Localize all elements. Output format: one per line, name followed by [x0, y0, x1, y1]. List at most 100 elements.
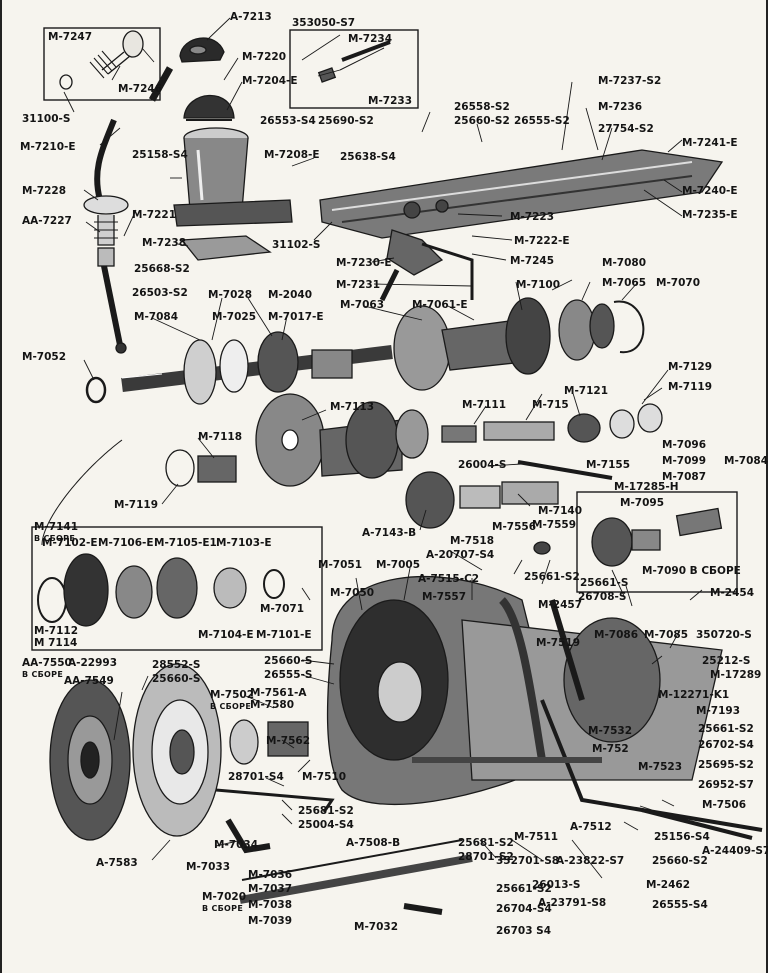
label-a24409: A-24409-S7 — [702, 845, 768, 857]
label-26555b: 26555-S — [264, 669, 313, 681]
label-m7119b: M-7119 — [114, 499, 159, 511]
label-m7245: M-7245 — [510, 255, 555, 267]
label-25660a: 25660-S2 — [454, 115, 510, 127]
label-m7032: M-7032 — [354, 921, 399, 933]
label-m7241e: M-7241-E — [682, 137, 738, 149]
label-25156: 25156-S4 — [654, 831, 710, 843]
label-m17285h: M-17285-H — [614, 481, 679, 493]
label-m7119a: M-7119 — [668, 381, 713, 393]
label-m7095: M-7095 — [620, 497, 665, 509]
label-m7220: M-7220 — [242, 51, 287, 63]
label-26553: 26553-S4 — [260, 115, 316, 127]
cluster-gears — [165, 393, 663, 487]
label-m7228: M-7228 — [22, 185, 67, 197]
reverse-idler — [41, 439, 559, 546]
label-m7028: M-7028 — [208, 289, 253, 301]
tower-gasket — [180, 235, 272, 261]
label-m7099: M-7099 — [662, 455, 707, 467]
label-m7090: M-7090 В СБОРЕ — [642, 565, 741, 577]
detail-box-synchronizer — [31, 526, 323, 651]
label-m7556: M-7556 — [492, 521, 537, 533]
label-28701b: 28701-S2 — [458, 851, 514, 863]
label-m7100: M-7100 — [516, 279, 561, 291]
label-m7118: M-7118 — [198, 431, 243, 443]
shift-forks — [379, 229, 474, 302]
label-m7561a: M-7561-A — [250, 687, 307, 699]
label-25661d: 25661-S2 — [496, 883, 552, 895]
lever-spring-part — [59, 30, 144, 90]
label-m7113: M-7113 — [330, 401, 375, 413]
label-m7051: M-7051 — [318, 559, 363, 571]
label-28701a: 28701-S4 — [228, 771, 284, 783]
shift-rail-cover — [319, 149, 724, 239]
label-m7246: M-7246 — [118, 83, 163, 95]
label-m7155: M-7155 — [586, 459, 631, 471]
label-25660b: 25660-S — [152, 673, 201, 685]
label-m7087: M-7087 — [662, 471, 707, 483]
label-m7036: M-7036 — [248, 869, 293, 881]
label-26013: 26013-S — [532, 879, 581, 891]
label-m7039: M-7039 — [248, 915, 293, 927]
label-m7033: M-7033 — [186, 861, 231, 873]
pressure-plate — [132, 663, 222, 837]
label-m7523: M-7523 — [638, 761, 683, 773]
label-m7230e: M-7230-E — [336, 257, 392, 269]
label-m7140: M-7140 — [538, 505, 583, 517]
label-m7559: M-7559 — [532, 519, 577, 531]
label-m7106e: M-7106-E — [98, 537, 154, 549]
label-m7005: M-7005 — [376, 559, 421, 571]
shift-lever — [83, 66, 174, 354]
label-m7532: M-7532 — [588, 725, 633, 737]
label-m12271: M-12271-K1 — [658, 689, 730, 701]
label-26558: 26558-S2 — [454, 101, 510, 113]
label-31102: 31102-S — [272, 239, 321, 251]
detail-box-plunger — [289, 29, 419, 109]
label-26555a: 26555-S2 — [514, 115, 570, 127]
label-m7518: M-7518 — [450, 535, 495, 547]
label-m752: M-752 — [592, 743, 629, 755]
label-353050: 353050-S7 — [292, 17, 356, 29]
label-350720: 350720-S — [696, 629, 752, 641]
label-m7101e: M-7101-E — [256, 629, 312, 641]
label-m7052: M-7052 — [22, 351, 67, 363]
label-m17289: M-17289 — [710, 669, 762, 681]
label-m7210e: M-7210-E — [20, 141, 76, 153]
label-m7104e: M-7104-E — [198, 629, 254, 641]
label-26703: 26703 S4 — [496, 925, 552, 937]
label-m7231: M-7231 — [336, 279, 381, 291]
label-m7111: M-7111 — [462, 399, 507, 411]
label-26704: 26704-S4 — [496, 903, 552, 915]
label-m7063: M-7063 — [340, 299, 385, 311]
label-25158: 25158-S4 — [132, 149, 188, 161]
label-25661b: 25661-S — [580, 577, 629, 589]
label-m7080: M-7080 — [602, 257, 647, 269]
cross-shaft — [239, 808, 753, 915]
label-25681b: 25681-S2 — [458, 837, 514, 849]
label-m7562: M-7562 — [266, 735, 311, 747]
label-m7038: M-7038 — [248, 899, 293, 911]
label-m7240e: M-7240-E — [682, 185, 738, 197]
label-25638: 25638-S4 — [340, 151, 396, 163]
shift-knob — [179, 37, 225, 63]
label-28552: 28552-S — [152, 659, 201, 671]
plunger-parts — [317, 40, 391, 83]
label-a20707: A-20707-S4 — [426, 549, 495, 561]
label-m7247: M-7247 — [48, 31, 93, 43]
label-aa7549: AA-7549 — [64, 675, 114, 687]
label-m7070: M-7070 — [656, 277, 701, 289]
label-m2454: M-2454 — [710, 587, 755, 599]
label-25661a: 25661-S2 — [524, 571, 580, 583]
label-m7208e: M-7208-E — [264, 149, 320, 161]
reverse-shaft-detail — [533, 507, 723, 567]
label-m7510: M-7510 — [302, 771, 347, 783]
label-m7511: M-7511 — [514, 831, 559, 843]
label-m7222e: M-7222-E — [514, 235, 570, 247]
label-m7084: M-7084 — [134, 311, 179, 323]
label-26004: 26004-S — [458, 459, 507, 471]
label-a7512: A-7512 — [570, 821, 612, 833]
label-m7129: M-7129 — [668, 361, 713, 373]
